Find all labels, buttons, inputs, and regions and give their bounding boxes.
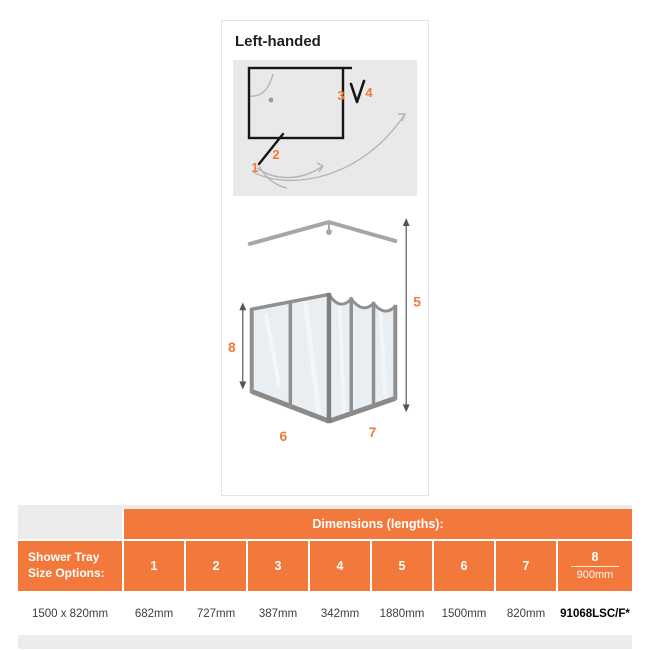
swing-arc-top-left [248,73,274,97]
dim-number-7: 7 [369,424,377,440]
product-code: 91068LSC/F* [558,593,632,635]
corner-rail [247,220,398,246]
column-header-7: 7 [496,541,556,591]
dimension-value-4: 342mm [310,593,370,635]
dimensions-table: Dimensions (lengths): Shower Tray Size O… [18,509,632,635]
arrowhead [398,113,407,122]
dimensions-header: Dimensions (lengths): [124,509,632,539]
column-header-5: 5 [372,541,432,591]
column-header-3: 3 [248,541,308,591]
arrowhead [316,162,325,173]
frame-bottom-right [328,396,397,424]
glass-streak [337,305,346,415]
column-header-1: 1 [124,541,184,591]
column-header-2: 2 [186,541,246,591]
dim-number-5: 5 [413,293,421,309]
shower-tray-size-label: Shower Tray Size Options: [18,541,122,591]
dimension-value-2: 727mm [186,593,246,635]
plan-number-2: 2 [272,147,279,162]
arrowhead [402,404,410,413]
glass-streak [378,309,388,400]
orientation-title: Left-handed [235,33,321,50]
dim-number-6: 6 [280,428,288,444]
dimension-value-6: 1500mm [434,593,494,635]
floor-plan-diagram: 1 2 3 4 [233,60,417,196]
swing-arc-lower [258,165,288,189]
pivot-dot [268,97,274,103]
dimension-value-1: 682mm [124,593,184,635]
column-8-value: 900mm [576,569,614,582]
dimensions-section: Dimensions (lengths): Shower Tray Size O… [18,505,632,649]
table-corner-spacer [18,509,122,539]
product-diagram-card: Left-handed 1 2 3 4 5 8 [221,20,429,496]
rail-knob [325,229,332,235]
arrowhead [402,218,410,227]
plan-number-4: 4 [365,85,373,100]
shower-screen-illustration: 5 8 6 7 [228,218,421,444]
arrowhead [239,302,247,311]
room-outline [247,66,345,140]
column-header-8: 8 900mm [558,541,632,591]
panel-check-line [349,79,366,104]
column-header-6: 6 [434,541,494,591]
dim-number-8: 8 [228,339,236,355]
frame-top-right-wavy [327,293,397,313]
tray-size-value: 1500 x 820mm [18,593,122,635]
dimension-value-7: 820mm [496,593,556,635]
column-header-4: 4 [310,541,370,591]
column-8-number: 8 [591,549,599,564]
door-leaf-line [257,132,285,166]
arrowhead [239,381,247,390]
glass-streak [302,301,322,415]
glass-right [328,294,396,422]
column-8-divider [571,566,619,568]
dimension-value-3: 387mm [248,593,308,635]
plan-number-1: 1 [251,160,258,175]
plan-number-3: 3 [337,88,344,103]
dimension-value-5: 1880mm [372,593,432,635]
glass-streak [263,312,282,387]
